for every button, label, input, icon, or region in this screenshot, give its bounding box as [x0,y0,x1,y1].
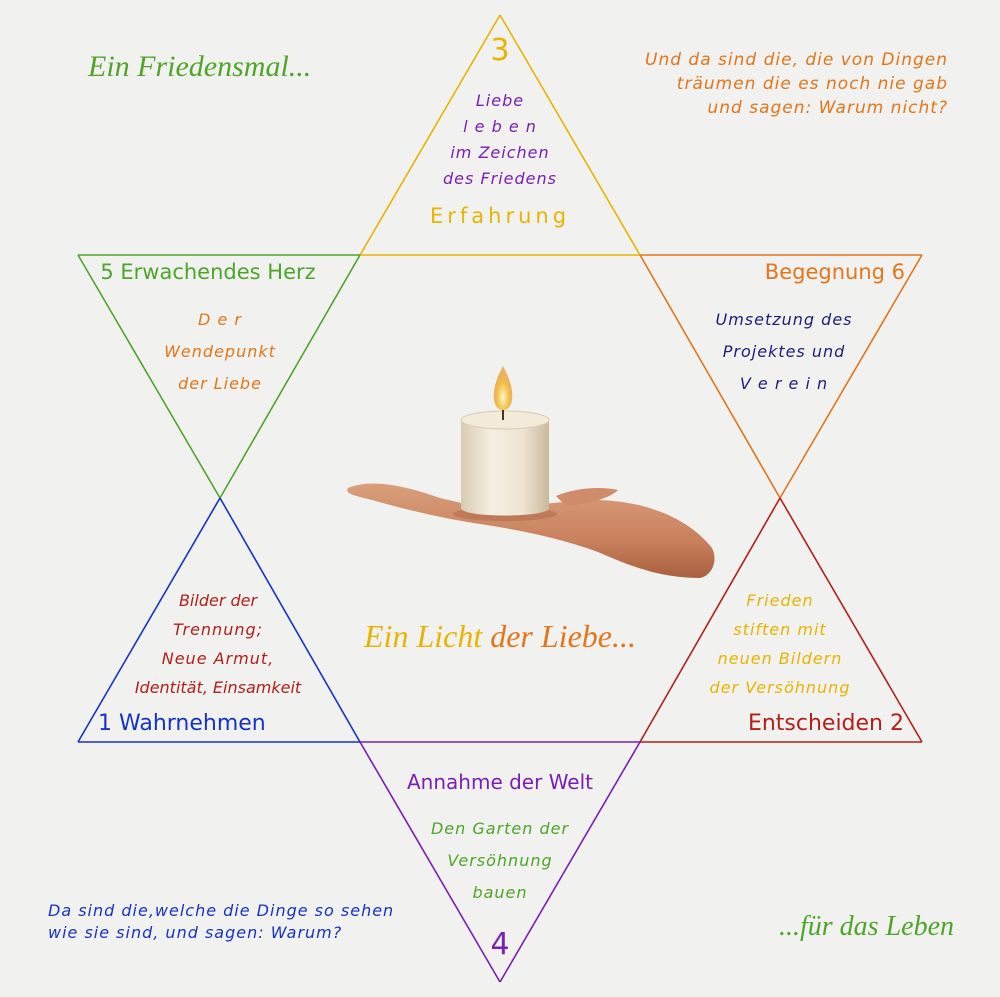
edge-lower-right-inner [639,497,781,743]
top-lines: Liebe l e b e n im Zeichen des Friedens [443,88,557,192]
bottom-line: Den Garten der [430,819,570,838]
lower-right-title: Entscheiden 2 [747,711,904,736]
lower-right-line: der Versöhnung [709,678,851,697]
bottom-title: Annahme der Welt [407,770,593,794]
edge-bottom-left [359,741,501,983]
lower-right-line: neuen Bildern [717,649,843,668]
edge-upper-right-side [779,254,923,499]
lower-left-lines: Bilder der Trennung; Neue Armut, Identit… [135,586,301,702]
hand-shape [347,483,715,578]
bottom-left-quote: Da sind die,welche die Dinge so sehen wi… [48,900,394,944]
top-number: 3 [490,33,510,68]
edge-lower-left-side [77,497,221,743]
lower-right-line: stiften mit [733,620,827,639]
lower-right-lines: Frieden stiften mit neuen Bildern der Ve… [710,586,851,702]
edge-bottom-right [499,741,641,983]
candle-body [461,420,549,516]
quote-line: wie sie sind, und sagen: Warum? [48,923,343,942]
upper-right-line: Umsetzung des [715,310,853,329]
lower-left-line: Trennung; [172,620,264,639]
edge-upper-left-inner [219,254,361,499]
upper-left-line: Wendepunkt [164,342,276,361]
bottom-line: bauen [472,883,528,902]
upper-left-line: der Liebe [178,374,262,393]
caption-part1: Ein Licht [364,618,483,654]
quote-line: Da sind die,welche die Dinge so sehen [48,901,395,920]
upper-left-line: D e r [198,310,242,329]
bottom-right-title: ...für das Leben [779,911,954,942]
edge-top-left [359,14,501,256]
upper-right-line: Projektes und [722,342,846,361]
lower-left-line: Neue Armut, [161,649,275,668]
upper-right-title: Begegnung 6 [764,260,905,284]
upper-right-line: V e r e i n [739,374,829,393]
top-line: des Friedens [443,169,557,188]
quote-line: Und da sind die, die von Dingen [645,50,948,70]
top-line: im Zeichen [450,143,550,162]
lower-left-title: 1 Wahrnehmen [98,711,266,736]
edge-lower-right-side [779,497,923,743]
bottom-number: 4 [490,927,510,962]
caption-part2: der Liebe... [482,618,636,654]
lower-left-line: Identität, Einsamkeit [134,678,302,697]
bottom-line: Versöhnung [447,851,553,870]
top-line: Liebe [475,91,525,110]
quote-line: und sagen: Warum nicht? [707,98,948,118]
upper-right-lines: Umsetzung des Projektes und V e r e i n [715,304,852,400]
center-caption: Ein Licht der Liebe... [364,620,636,652]
edge-lower-left-inner [219,497,361,743]
lower-right-line: Frieden [746,591,814,610]
top-left-title: Ein Friedensmal... [88,50,312,83]
candle-flame [493,366,513,410]
upper-left-title: 5 Erwachendes Herz [100,260,316,284]
lower-left-line: Bilder der [178,591,258,610]
hand-thumb [556,488,618,506]
hand-candle-illustration [347,366,715,578]
edge-upper-right-inner [639,254,781,499]
edge-top-right [499,14,641,256]
bottom-lines: Den Garten der Versöhnung bauen [431,813,569,909]
edge-upper-left-side [77,254,221,499]
candle-top [460,410,550,430]
top-line: l e b e n [463,117,537,136]
upper-left-lines: D e r Wendepunkt der Liebe [164,304,276,400]
quote-line: träumen die es noch nie gab [676,74,948,94]
top-title: Erfahrung [429,204,571,228]
top-right-quote: Und da sind die, die von Dingen träumen … [645,48,948,120]
